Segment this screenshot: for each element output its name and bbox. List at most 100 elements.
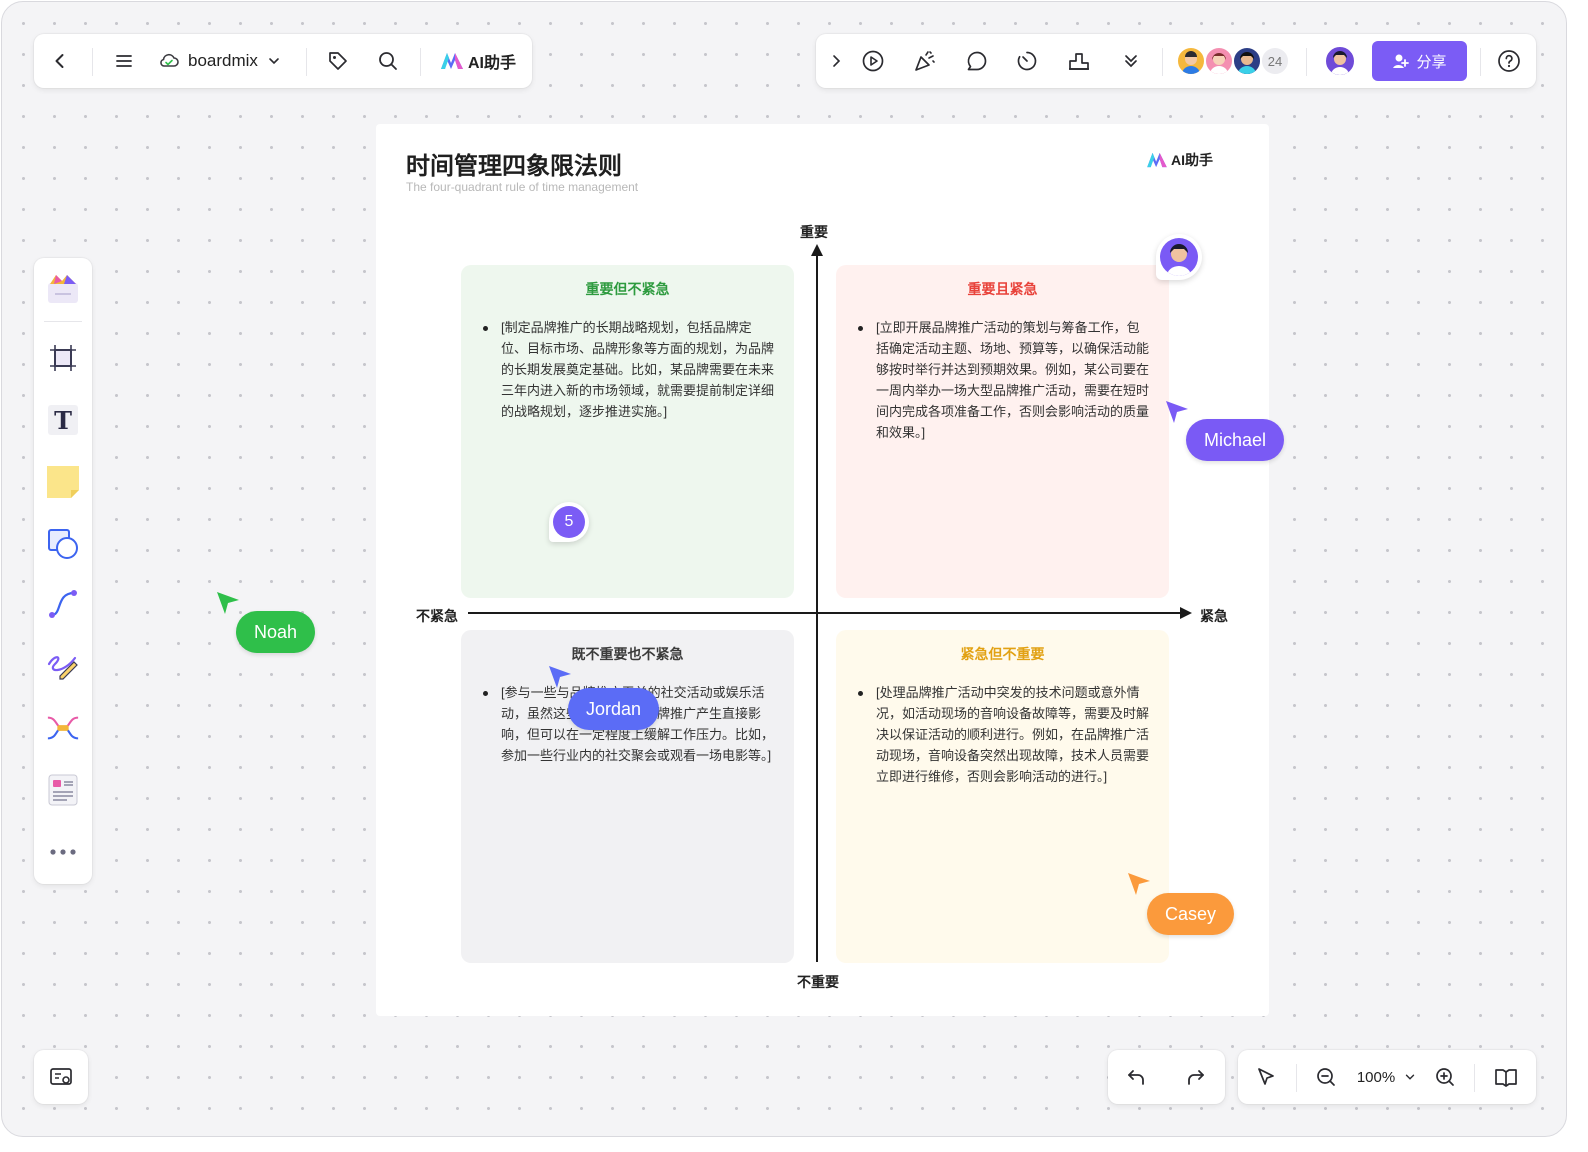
- ai-assistant-label: AI助手: [467, 55, 516, 72]
- user-avatar-pin[interactable]: [1156, 234, 1202, 280]
- more-tools-button[interactable]: [46, 832, 80, 872]
- shape-tool[interactable]: [46, 524, 80, 564]
- axis-label-not-urgent: 不紧急: [416, 608, 458, 624]
- expand-button[interactable]: [824, 47, 848, 75]
- person-avatar-icon: [1182, 51, 1200, 74]
- canvas[interactable]: boardmix AI助手: [1, 1, 1567, 1137]
- quadrant-not-important-not-urgent[interactable]: 既不重要也不紧急 [参与一些与品牌推广无关的社交活动或娱乐活动，虽然这些活动不会…: [461, 630, 794, 963]
- menu-button[interactable]: [110, 47, 138, 75]
- workspace-selector[interactable]: boardmix: [158, 46, 292, 76]
- cursor-jordan-arrow: [549, 666, 571, 688]
- zoom-level-dropdown[interactable]: 100%: [1350, 1063, 1424, 1091]
- cursor-noah-tag: Noah: [236, 611, 316, 653]
- collaborator-avatar[interactable]: [1204, 46, 1234, 76]
- cursor-michael-arrow: [1166, 401, 1188, 423]
- comment-button[interactable]: [962, 47, 992, 75]
- frame-tool[interactable]: [46, 338, 80, 378]
- chevron-down-icon: [1405, 1074, 1415, 1080]
- connector-tool[interactable]: [46, 584, 80, 624]
- person-avatar-icon: [1167, 244, 1191, 276]
- collaborator-avatar[interactable]: [1232, 46, 1262, 76]
- collaborator-count[interactable]: 24: [1260, 46, 1290, 76]
- quadrant-title: 紧急但不重要: [960, 646, 1045, 662]
- document-tool[interactable]: [46, 770, 80, 810]
- template-icon: [48, 275, 78, 303]
- top-right-toolbar: 24 分享: [816, 34, 1536, 88]
- pen-tool[interactable]: [46, 646, 80, 686]
- quadrant-title: 既不重要也不紧急: [571, 646, 684, 662]
- board-title: 时间管理四象限法则: [406, 153, 622, 180]
- zoom-toolbar: 100%: [1238, 1050, 1536, 1104]
- search-icon: [379, 52, 397, 70]
- bottom-left-toolbar: [34, 1050, 88, 1104]
- template-tool[interactable]: [46, 266, 80, 310]
- zoom-in-icon: [1436, 1068, 1454, 1086]
- pen-icon: [47, 656, 78, 680]
- minimap-button[interactable]: [47, 1063, 75, 1091]
- collaborator-count-label: 24: [1267, 53, 1283, 69]
- vertical-axis-arrow: [811, 244, 823, 256]
- redo-icon: [1188, 1070, 1204, 1085]
- quadrant-important-not-urgent[interactable]: 重要但不紧急 [制定品牌推广的长期战略规划，包括品牌定位、目标市场、品牌形象等方…: [461, 265, 794, 598]
- comment-count-circle: 5: [553, 506, 585, 538]
- zoom-out-button[interactable]: [1312, 1063, 1340, 1091]
- ai-logo-icon: [440, 53, 463, 69]
- zoom-level: 100%: [1356, 1068, 1396, 1086]
- zoom-in-button[interactable]: [1431, 1063, 1459, 1091]
- comment-icon: [967, 51, 987, 71]
- present-button[interactable]: [858, 47, 888, 75]
- undo-button[interactable]: [1122, 1063, 1150, 1091]
- axis-label-not-important: 不重要: [797, 974, 839, 990]
- person-avatar-icon: [1238, 52, 1256, 74]
- text-icon: T: [48, 405, 78, 435]
- tag-button[interactable]: [324, 47, 352, 75]
- board-subtitle: The four-quadrant rule of time managemen…: [406, 180, 639, 194]
- cursor-jordan-tag: Jordan: [568, 688, 660, 730]
- add-user-icon: [1393, 54, 1410, 68]
- divider: [1306, 48, 1307, 76]
- quadrant-title: 重要但不紧急: [585, 281, 670, 297]
- play-icon: [862, 50, 884, 72]
- podium-icon: [1069, 53, 1089, 70]
- cursor-casey-arrow: [1128, 873, 1150, 895]
- more-tools-button[interactable]: [1116, 47, 1146, 75]
- redo-button[interactable]: [1182, 1063, 1210, 1091]
- timer-button[interactable]: [1012, 47, 1042, 75]
- ai-logo-icon: [1147, 152, 1167, 168]
- chevron-down-icon: [269, 58, 279, 65]
- share-button[interactable]: 分享: [1372, 41, 1467, 81]
- back-button[interactable]: [46, 47, 74, 75]
- quadrant-title: 重要且紧急: [967, 281, 1038, 297]
- quadrant-urgent-not-important[interactable]: 紧急但不重要 [处理品牌推广活动中突发的技术问题或意外情况，如活动现场的音响设备…: [836, 630, 1169, 963]
- celebrate-button[interactable]: [910, 47, 940, 75]
- search-button[interactable]: [374, 47, 402, 75]
- comment-badge[interactable]: 5: [549, 502, 589, 542]
- help-button[interactable]: [1494, 47, 1524, 75]
- vote-button[interactable]: [1064, 47, 1094, 75]
- ai-assistant-button[interactable]: AI助手: [436, 46, 520, 76]
- current-user-avatar[interactable]: [1324, 45, 1356, 77]
- timer-icon: [1017, 51, 1037, 71]
- pointer-icon: [1258, 1068, 1274, 1085]
- more-dots-icon: [50, 849, 76, 855]
- sticky-note-tool[interactable]: [46, 462, 80, 502]
- quadrant-text: [制定品牌推广的长期战略规划，包括品牌定位、目标市场、品牌形象等方面的规划，为品…: [479, 317, 776, 422]
- share-label: 分享: [1416, 53, 1447, 71]
- text-tool[interactable]: T: [46, 400, 80, 440]
- ai-badge-label: AI助手: [1171, 152, 1213, 168]
- map-view-button[interactable]: [1492, 1063, 1520, 1091]
- svg-text:T: T: [54, 406, 72, 435]
- collaborator-avatar[interactable]: [1176, 46, 1206, 76]
- minimap-icon: [50, 1068, 72, 1085]
- mindmap-tool[interactable]: [46, 708, 80, 748]
- quadrant-text: [处理品牌推广活动中突发的技术问题或意外情况，如活动现场的音响设备故障等，需要及…: [854, 682, 1151, 787]
- frame-icon: [50, 345, 76, 371]
- sticky-note-icon: [47, 466, 79, 498]
- book-open-icon: [1495, 1069, 1517, 1087]
- quadrant-important-urgent[interactable]: 重要且紧急 [立即开展品牌推广活动的策划与筹备工作，包括确定活动主题、场地、预算…: [836, 265, 1169, 598]
- workspace-name: boardmix: [188, 51, 258, 70]
- divider: [92, 48, 93, 76]
- help-icon: [1498, 50, 1520, 72]
- quadrant-board[interactable]: 时间管理四象限法则 The four-quadrant rule of time…: [376, 124, 1269, 1016]
- select-tool-button[interactable]: [1252, 1063, 1280, 1091]
